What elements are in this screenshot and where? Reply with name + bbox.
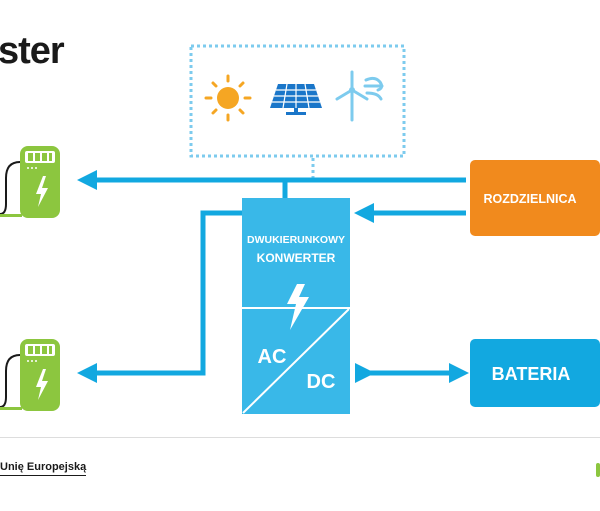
converter-label-line2: KONWERTER [257, 251, 336, 265]
converter-ac-label: AC [258, 346, 287, 368]
footer-divider [0, 437, 600, 438]
sun-icon [204, 74, 252, 122]
page-title: ster [0, 30, 65, 72]
battery-label: BATERIA [492, 364, 571, 384]
converter-label-line1: DWUKIERUNKOWY [247, 234, 345, 246]
converter-dc-label: DC [307, 371, 336, 393]
footer-text: Unię Europejską [0, 461, 87, 476]
distribution-label: ROZDZIELNICA [483, 192, 576, 206]
solar-panel-icon [270, 83, 322, 115]
edge-mark [596, 463, 600, 477]
lightning-icon [287, 284, 309, 330]
wind-turbine-icon [335, 70, 384, 122]
distribution-board [470, 160, 600, 236]
bidirectional-converter [242, 198, 350, 414]
energy-sources-frame [189, 44, 406, 158]
battery-box [470, 339, 600, 407]
arrow-converter-to-bottom-charger [77, 210, 242, 383]
charger-station-top [0, 146, 60, 218]
charger-station-bottom [0, 339, 60, 411]
